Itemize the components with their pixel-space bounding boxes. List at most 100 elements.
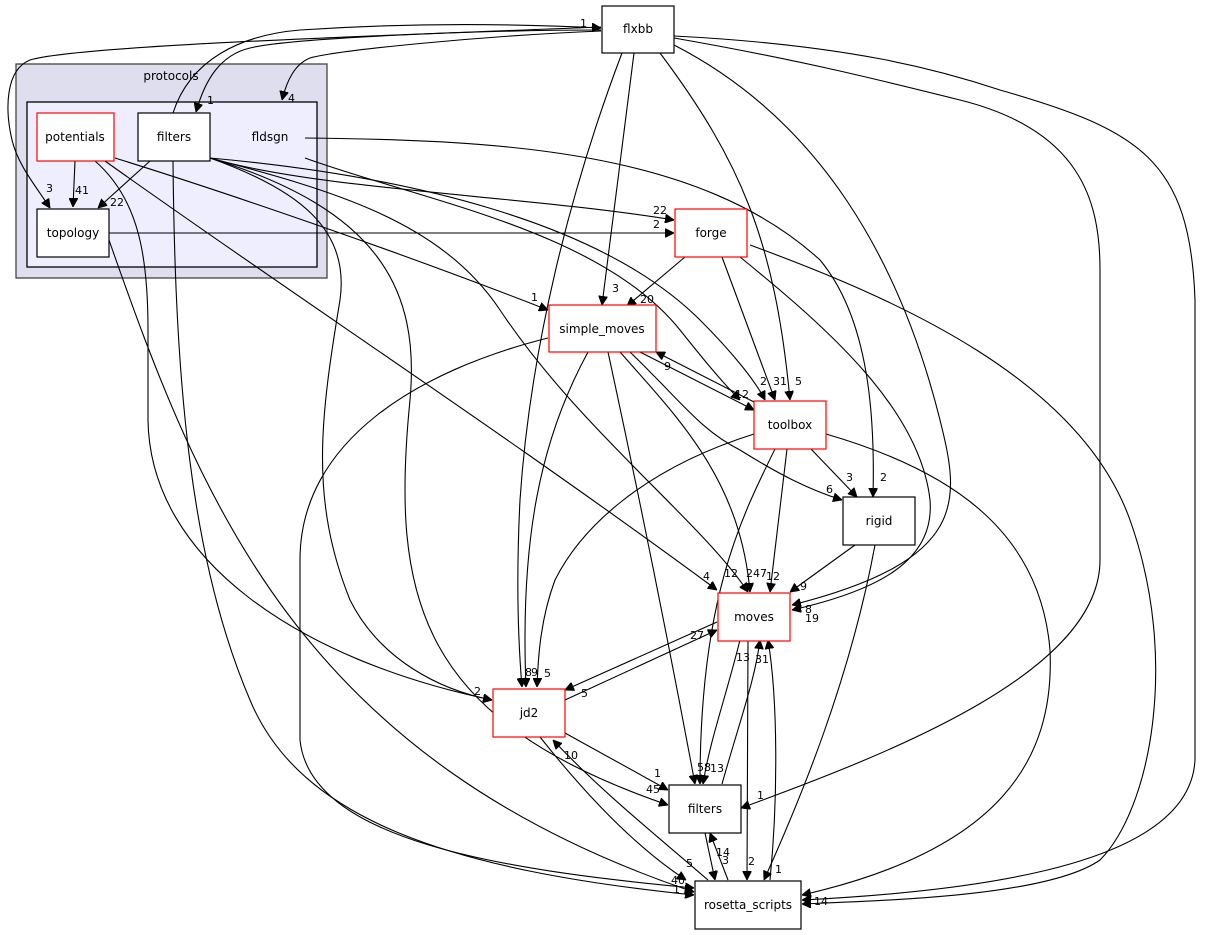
edge-label: 247	[746, 567, 767, 580]
node-toolbox[interactable]: toolbox	[753, 400, 827, 450]
edge-rosetta-to-jd2	[553, 740, 709, 881]
edge-label: 27	[690, 629, 704, 642]
edge-label: 2	[653, 218, 660, 231]
edge-flxbb-to-filters1	[673, 37, 1101, 808]
edge-label: 1	[757, 789, 764, 802]
edge-label: 14	[716, 846, 730, 859]
edge-label: 40	[671, 874, 685, 887]
node-filters-inner-label: filters	[157, 130, 191, 144]
edge-label: 8	[805, 603, 812, 616]
edge-label: 2	[880, 471, 887, 484]
node-flxbb-label: flxbb	[623, 22, 653, 36]
edge-filters-to-jd2	[209, 157, 492, 700]
edge-label: 2	[760, 375, 767, 388]
edge-label: 3	[46, 182, 53, 195]
node-filters-inner[interactable]: filters	[137, 112, 211, 162]
node-moves-label: moves	[734, 610, 774, 624]
edge-forge-to-simplemoves	[627, 256, 686, 306]
node-rigid-label: rigid	[866, 514, 893, 528]
edge-toolbox-to-rosetta	[802, 433, 1051, 895]
edge-label: 12	[766, 570, 780, 583]
edge-flxbb-to-simplemoves	[602, 52, 635, 305]
edge-label: 5	[795, 375, 802, 388]
node-filters[interactable]: filters	[668, 784, 742, 834]
edge-labels: 1 1 4 3 41 22 22 2 1 3 20 9 12 2 31 5 6 …	[46, 17, 887, 908]
edge-label: 41	[75, 184, 89, 197]
edge-label: 2	[748, 855, 755, 868]
edge-label: 3	[846, 471, 853, 484]
node-potentials[interactable]: potentials	[36, 112, 115, 162]
node-flxbb[interactable]: flxbb	[601, 5, 675, 54]
edge-potentials-to-moves	[104, 160, 717, 590]
edge-filters-to-moves	[721, 640, 760, 785]
edge-fldsgn-to-rigid	[304, 137, 873, 497]
edge-topology-to-rosetta	[108, 239, 694, 892]
node-rigid[interactable]: rigid	[842, 496, 916, 546]
edge-label: 19	[805, 612, 819, 625]
edge-label: 4	[703, 570, 710, 583]
node-rosetta-scripts[interactable]: rosetta_scripts	[694, 880, 802, 930]
edge-fldsgn-to-toolbox	[304, 157, 740, 400]
edge-label: 1	[207, 94, 214, 107]
edge-filters-to-flxbb	[172, 25, 601, 114]
node-jd2-label: jd2	[519, 706, 539, 720]
edge-simplemoves-to-toolbox	[639, 351, 754, 411]
node-topology[interactable]: topology	[36, 208, 110, 258]
edge-flxbb-to-filters	[196, 29, 602, 112]
edge-rosetta-to-moves	[768, 640, 777, 881]
edge-label: 8	[525, 666, 532, 679]
cluster-fldsgn-label: fldsgn	[252, 130, 289, 144]
node-forge[interactable]: forge	[674, 208, 748, 258]
edge-label: 31	[755, 653, 769, 666]
edge-label: 1	[531, 291, 538, 304]
node-moves[interactable]: moves	[717, 592, 791, 642]
edge-label: 9	[664, 360, 671, 373]
edge-moves-to-rosetta	[747, 639, 748, 880]
edge-label: 6	[826, 483, 833, 496]
edge-flxbb-to-moves	[673, 44, 952, 605]
edge-label: 22	[110, 196, 124, 209]
edge-label: 1	[775, 863, 782, 876]
node-simple-moves[interactable]: simple_moves	[548, 304, 657, 353]
edge-rigid-to-moves	[790, 544, 856, 592]
edge-flxbb-to-fldsgn	[282, 30, 602, 100]
edge-label: 13	[736, 651, 750, 664]
edge-simplemoves-to-rosetta	[299, 337, 694, 888]
edge-simplemoves-to-rigid	[629, 351, 842, 500]
edge-label: 20	[640, 293, 654, 306]
nodes: flxbb potentials filters topology forge …	[36, 5, 916, 930]
edge-label: 45	[646, 783, 660, 796]
edge-potentials-to-jd2	[94, 160, 492, 700]
node-simple-moves-label: simple_moves	[559, 322, 644, 336]
edge-flxbb-to-jd2	[518, 52, 623, 687]
edge-toolbox-to-rigid	[810, 448, 857, 497]
node-topology-label: topology	[47, 226, 99, 240]
edge-label: 9	[800, 580, 807, 593]
edge-toolbox-to-filters	[700, 448, 776, 784]
cluster-protocols-label: protocols	[143, 69, 198, 83]
edge-toolbox-to-simplemoves	[656, 351, 755, 403]
edge-jd2-to-rosetta	[539, 736, 686, 880]
edge-label: 3	[722, 854, 729, 867]
edge-filters-to-toolbox	[209, 157, 766, 400]
node-jd2[interactable]: jd2	[492, 688, 566, 738]
edge-forge-to-toolbox	[721, 256, 775, 400]
edge-label: 13	[710, 762, 724, 775]
edge-label: 14	[814, 895, 828, 908]
node-rosetta-scripts-label: rosetta_scripts	[704, 898, 792, 912]
edge-forge-to-rosetta	[749, 244, 1157, 904]
edges	[7, 25, 1196, 905]
edge-flxbb-to-rosetta	[673, 35, 1196, 900]
edge-simplemoves-to-jd2	[525, 351, 589, 687]
edge-flxbb-to-topology	[7, 26, 602, 208]
edge-label: 22	[653, 204, 667, 217]
node-toolbox-label: toolbox	[768, 418, 812, 432]
edge-label: 1	[673, 883, 680, 896]
edge-filters-to-rosetta	[704, 832, 715, 880]
edge-potentials-to-simplemoves	[114, 157, 548, 310]
edge-potentials-to-topology	[73, 160, 75, 207]
edge-moves-to-filters	[703, 639, 741, 784]
edge-label: 9	[531, 666, 538, 679]
node-forge-label: forge	[695, 226, 726, 240]
